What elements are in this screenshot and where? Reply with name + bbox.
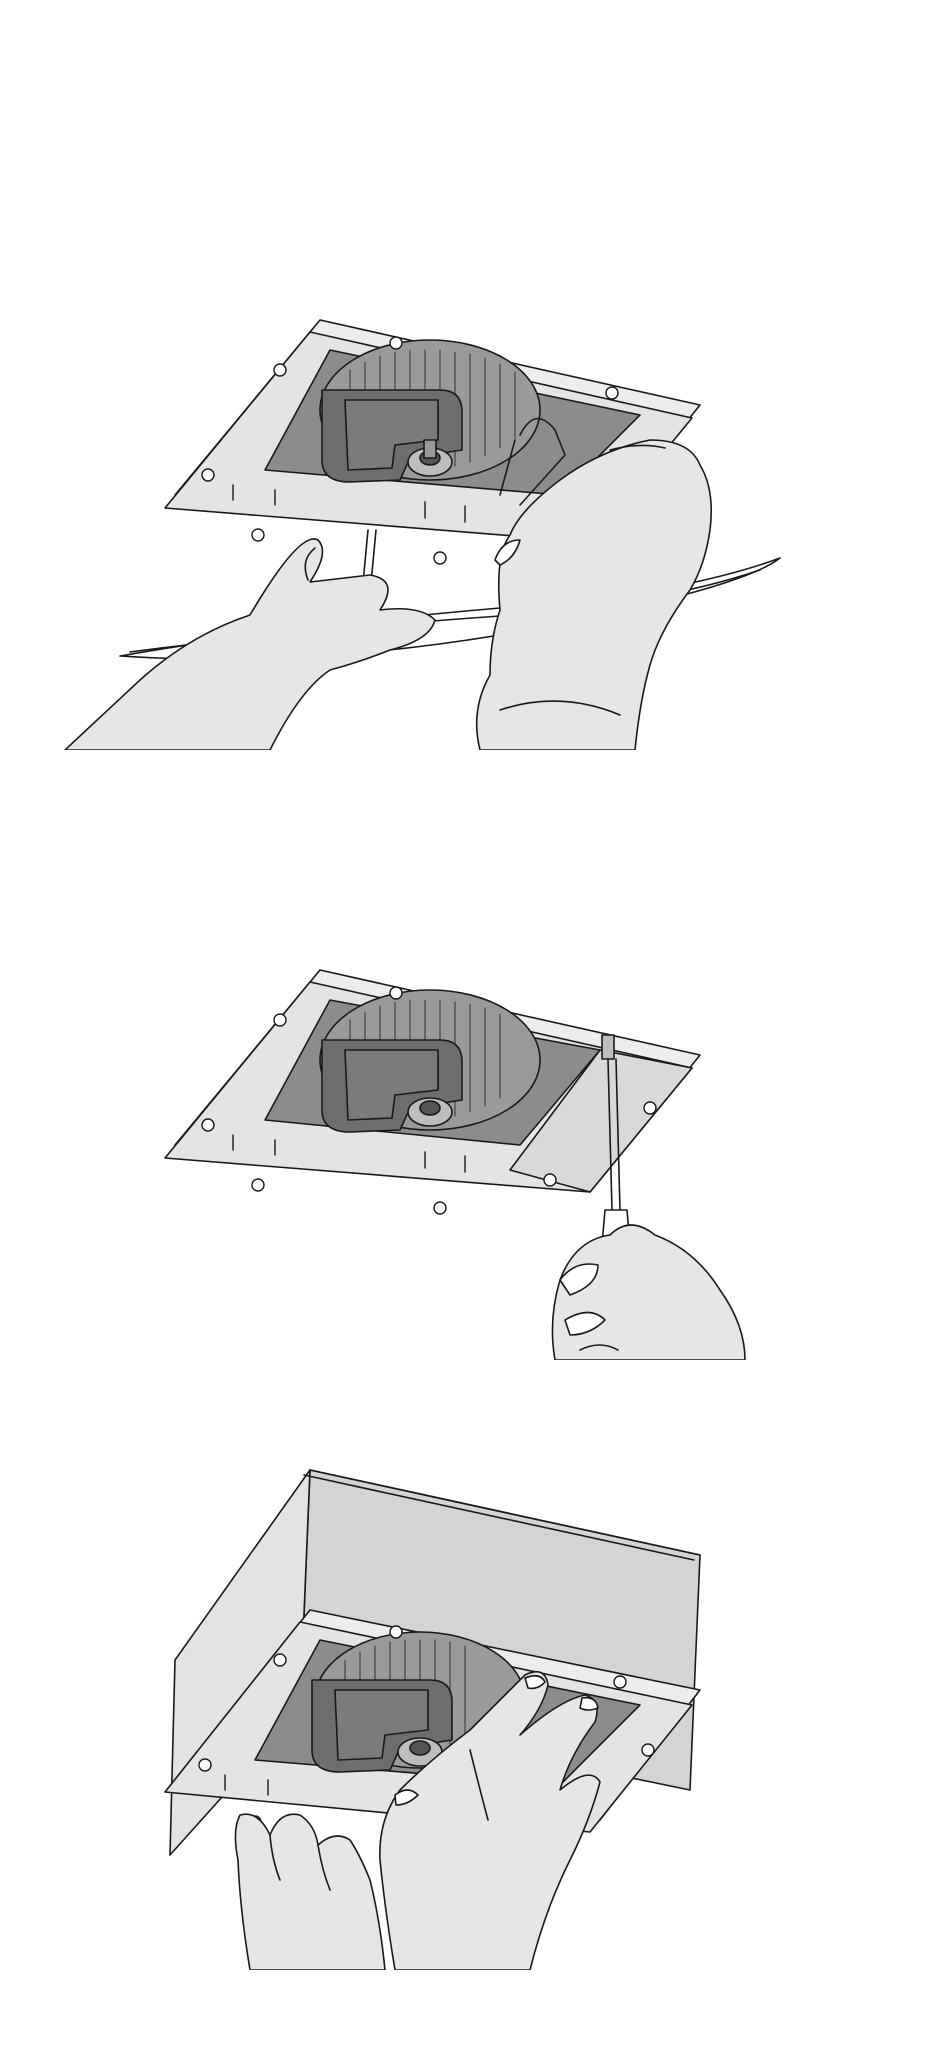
left-hand-icon (65, 539, 435, 750)
step-3-illustration (0, 1460, 950, 1970)
step-2-svg (0, 940, 950, 1360)
step-1-illustration (0, 290, 950, 750)
left-hand-icon (235, 1814, 385, 1970)
hand-icon (552, 1225, 745, 1360)
step-3-svg (0, 1460, 950, 1970)
step-2-illustration (0, 940, 950, 1360)
step-1-svg (0, 290, 950, 750)
